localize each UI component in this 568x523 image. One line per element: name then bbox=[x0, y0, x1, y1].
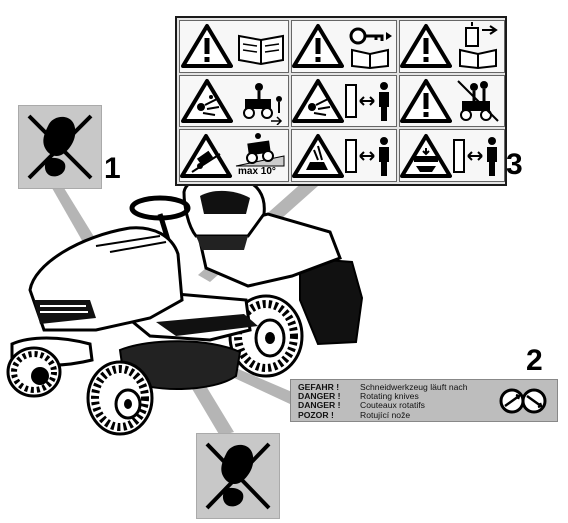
no-step-label-deck bbox=[196, 433, 280, 519]
warning-triangle-icon bbox=[400, 24, 452, 69]
warning-keyword: GEFAHR ! bbox=[298, 382, 340, 392]
slope-rollover-warning-icon bbox=[180, 133, 232, 178]
warning-text: Schneidwerkzeug läuft nach bbox=[360, 382, 468, 392]
callout-number-1: 1 bbox=[104, 152, 121, 185]
safety-cell-remove-key bbox=[291, 20, 397, 73]
hood bbox=[28, 226, 184, 332]
safety-cell-disconnect-plug bbox=[399, 20, 505, 73]
warning-text-block: GEFAHR ! Schneidwerkzeug läuft nach DANGE… bbox=[298, 382, 468, 420]
warning-text: Couteaux rotatifs bbox=[360, 400, 425, 411]
warning-triangle-icon bbox=[181, 24, 233, 69]
tractor-on-slope-icon bbox=[235, 132, 285, 167]
thrown-objects-warning-icon bbox=[181, 78, 233, 123]
key-removal-manual-icon bbox=[349, 27, 392, 70]
warning-keyword: DANGER ! bbox=[298, 400, 341, 411]
warning-triangle-icon bbox=[400, 78, 452, 123]
keep-distance-person-icon bbox=[345, 81, 389, 121]
keep-distance-person-icon bbox=[453, 136, 497, 176]
front-wheel-left bbox=[6, 346, 62, 398]
open-manual-icon bbox=[238, 35, 284, 66]
warning-triangle-icon bbox=[292, 24, 344, 69]
warning-line-de: GEFAHR ! Schneidwerkzeug läuft nach bbox=[298, 382, 468, 392]
footboard bbox=[156, 314, 258, 336]
callout-number-3: 3 bbox=[506, 148, 523, 181]
leader-line-1 bbox=[52, 188, 96, 244]
warning-keyword: DANGER ! bbox=[298, 391, 341, 402]
safety-cell-thrown-objects bbox=[179, 74, 289, 128]
warning-line-cz: POZOR ! Rotující nože bbox=[298, 409, 468, 420]
warning-line-fr: DANGER ! Couteaux rotatifs bbox=[298, 401, 468, 410]
no-step-foot-icon bbox=[205, 442, 271, 510]
keep-distance-person-icon bbox=[345, 136, 389, 176]
safety-pictogram-panel: max 10° bbox=[175, 16, 507, 186]
spark-plug-disconnect-manual-icon bbox=[459, 22, 498, 70]
safety-cell-keep-distance-2 bbox=[291, 129, 397, 182]
safety-cell-keep-distance-3 bbox=[399, 129, 505, 182]
safety-cell-slope: max 10° bbox=[179, 129, 289, 182]
max-slope-text: max 10° bbox=[238, 165, 276, 177]
leader-line-deck bbox=[188, 376, 234, 436]
warning-text: Rotating knives bbox=[360, 391, 419, 402]
operator-mower-bystanders-icon bbox=[243, 82, 283, 125]
rear-wheel bbox=[228, 294, 304, 378]
no-passengers-icon bbox=[457, 80, 499, 122]
no-step-foot-icon bbox=[27, 114, 93, 180]
seat bbox=[182, 174, 266, 250]
rotating-knives-warning-label: GEFAHR ! Schneidwerkzeug läuft nach DANGE… bbox=[290, 379, 558, 422]
crush-warning-icon bbox=[400, 133, 452, 178]
safety-cell-keep-distance-1 bbox=[291, 74, 397, 128]
warning-text: Rotující nože bbox=[360, 409, 411, 420]
blade-hand-warning-icon bbox=[292, 133, 344, 178]
safety-cell-no-passengers bbox=[399, 74, 505, 128]
warning-keyword: POZOR ! bbox=[298, 409, 334, 420]
safety-cell-read-manual bbox=[179, 20, 289, 73]
rotating-knives-icon bbox=[499, 388, 547, 414]
no-step-label-hood bbox=[18, 105, 102, 189]
front-wheel-right bbox=[86, 360, 154, 436]
max-slope-icon: max 10° bbox=[232, 132, 288, 180]
callout-number-2: 2 bbox=[526, 344, 543, 377]
thrown-objects-warning-icon bbox=[292, 78, 344, 123]
warning-line-en: DANGER ! Rotating knives bbox=[298, 391, 468, 402]
leader-line-2 bbox=[230, 368, 292, 404]
